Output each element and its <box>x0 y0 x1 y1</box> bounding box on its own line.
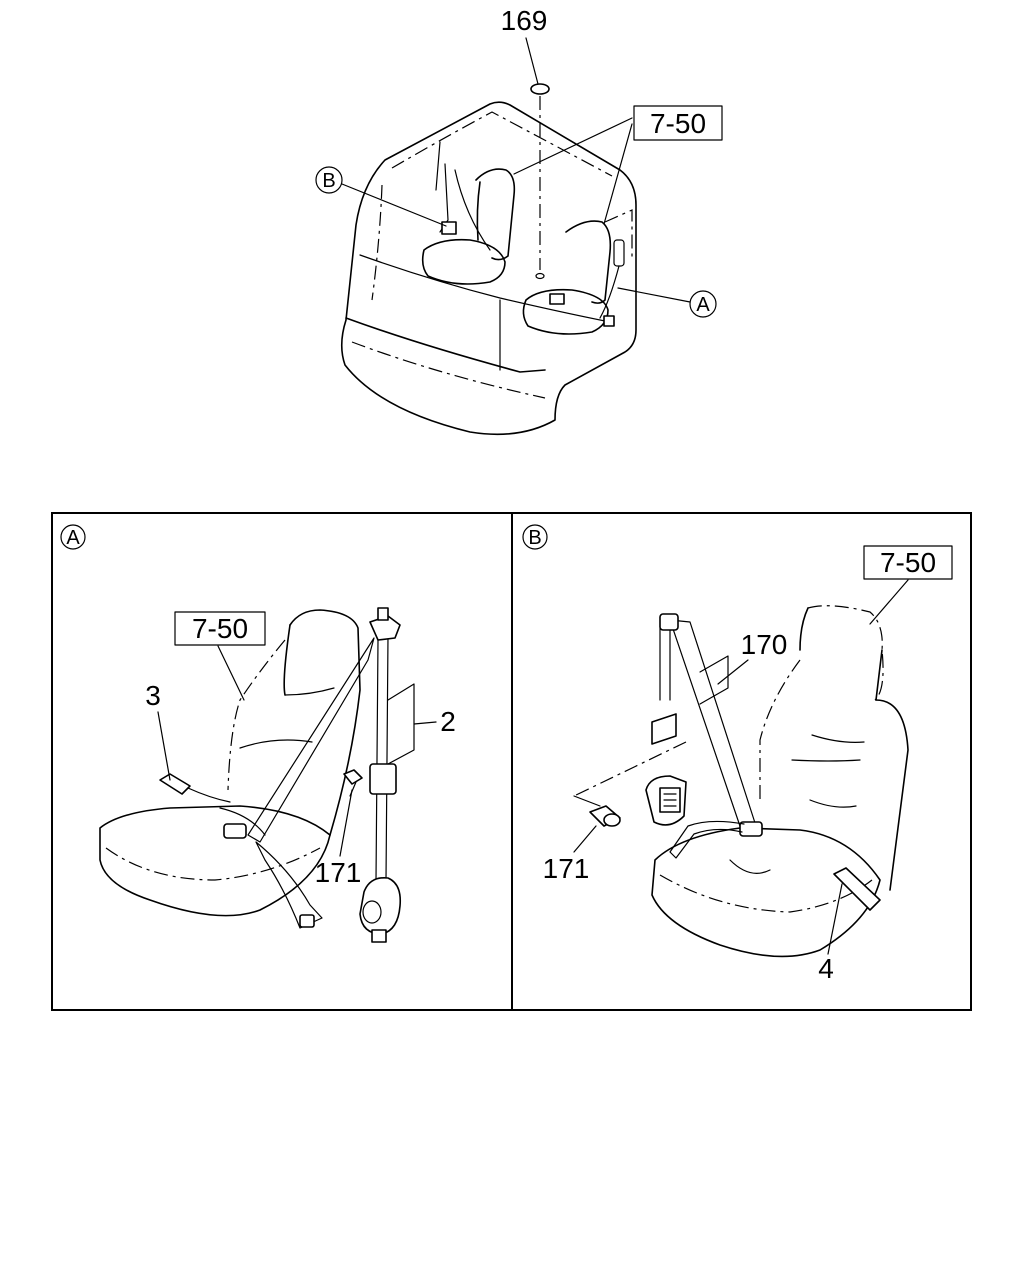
ref-box-b-7-50 <box>863 545 953 580</box>
label-a-171: 171 <box>315 857 362 888</box>
label-a-3: 3 <box>145 680 161 711</box>
label-a-2: 2 <box>440 706 456 737</box>
ref-box-top-7-50 <box>633 105 723 141</box>
label-b-170: 170 <box>741 629 788 660</box>
callout-top-7-50: 7-50 <box>513 105 723 225</box>
panel-A-label: A <box>66 527 80 549</box>
label-b-4: 4 <box>818 953 834 984</box>
top-left-seat <box>421 163 516 285</box>
panel-B-belt <box>645 613 881 911</box>
label-a-7-50: 7-50 <box>192 613 248 644</box>
cab-overview <box>340 101 637 436</box>
part-170-label <box>573 655 729 807</box>
label-169: 169 <box>501 5 548 36</box>
panel-A-seat <box>99 609 361 917</box>
callout-top-A: A <box>617 287 717 318</box>
panel-B-label: B <box>528 527 541 549</box>
label-top-A: A <box>696 294 710 316</box>
callout-169: 169 <box>501 5 550 280</box>
part-4-buckle <box>833 867 881 911</box>
ref-box-a-7-50 <box>174 611 266 646</box>
panel-B: B <box>522 524 953 984</box>
part-3-buckle <box>159 773 231 803</box>
part-169-cap-icon <box>530 83 550 95</box>
part-2-guide-bracket <box>369 763 397 795</box>
part-171-bolt-b <box>589 805 621 827</box>
callout-top-B: B <box>315 166 447 227</box>
part-171-bolt <box>343 769 363 797</box>
top-right-seat <box>522 220 625 335</box>
panel-A: A <box>60 524 456 943</box>
label-b-171: 171 <box>543 853 590 884</box>
panel-B-seat <box>651 605 909 958</box>
label-top-7-50: 7-50 <box>650 108 706 139</box>
panel-A-belt <box>223 607 415 943</box>
label-top-B: B <box>322 170 335 192</box>
label-b-7-50: 7-50 <box>880 547 936 578</box>
